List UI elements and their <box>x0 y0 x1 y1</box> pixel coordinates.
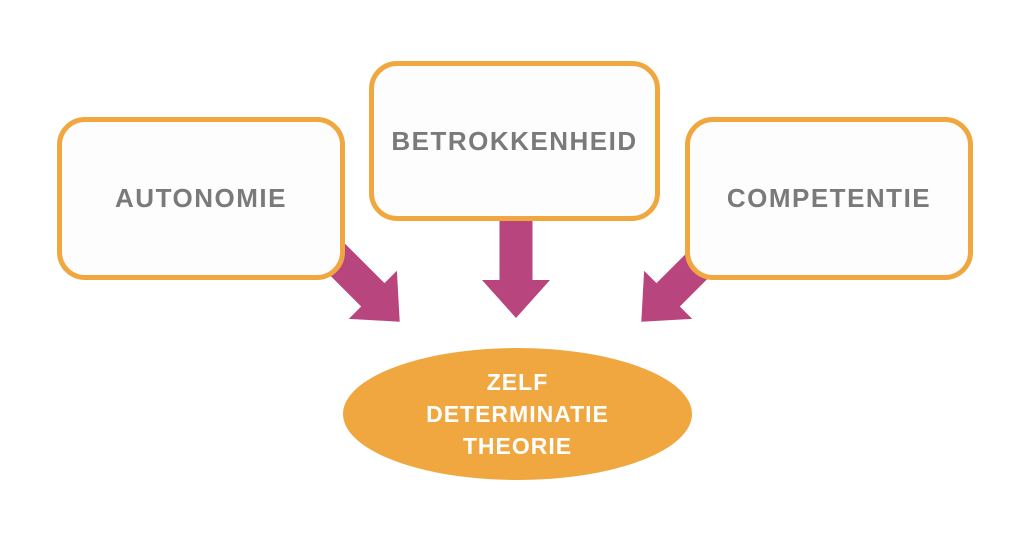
box-autonomie-label: AUTONOMIE <box>115 183 287 213</box>
box-autonomie: AUTONOMIE <box>57 117 345 280</box>
box-betrokkenheid-label: BETROKKENHEID <box>391 125 638 156</box>
box-betrokkenheid: BETROKKENHEID <box>369 61 660 221</box>
ellipse-line-1: ZELF <box>486 369 549 395</box>
ellipse-line-3: THEORIE <box>462 433 573 459</box>
arrow-betrokkenheid-icon <box>482 219 550 318</box>
box-competentie-label: COMPETENTIE <box>726 183 932 213</box>
box-competentie: COMPETENTIE <box>685 117 973 280</box>
ellipse-line-2: DETERMINATIE <box>426 401 609 427</box>
ellipse-zelf-determinatie-theorie: ZELF DETERMINATIE THEORIE <box>343 348 692 480</box>
